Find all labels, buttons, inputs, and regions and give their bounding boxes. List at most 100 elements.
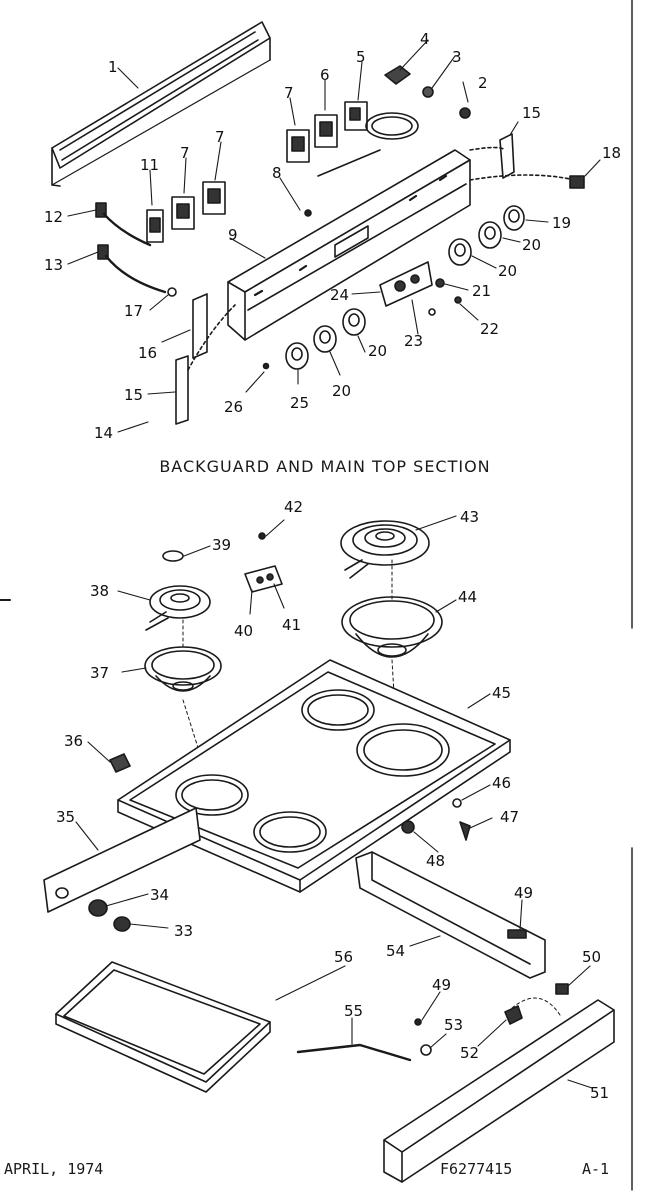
part-36-clip <box>109 753 131 773</box>
part-50-clip <box>555 983 569 995</box>
footer-sheet: A-1 <box>582 1160 610 1178</box>
part-21-knob <box>435 278 445 288</box>
callout-34: 34 <box>150 886 169 904</box>
callout-6: 6 <box>320 66 330 84</box>
part-12-lead <box>95 202 152 247</box>
callout-22: 22 <box>480 320 499 338</box>
callout-20d: 20 <box>332 382 351 400</box>
footer-part-number: F6277415 <box>440 1160 513 1178</box>
part-1-backguard-trim <box>51 21 271 187</box>
callout-46: 46 <box>492 774 511 792</box>
callout-24: 24 <box>330 286 349 304</box>
callout-49a: 49 <box>514 884 533 902</box>
part-17-screw <box>167 287 177 297</box>
part-51-front-trim <box>383 999 615 1183</box>
part-54-rear-bracket <box>355 851 546 979</box>
part-13-lead <box>97 244 167 294</box>
part-44-drip-pan <box>341 596 443 658</box>
callout-56: 56 <box>334 948 353 966</box>
part-5-thermostat <box>317 101 419 177</box>
callout-12: 12 <box>44 208 63 226</box>
part-19-knob <box>503 205 525 231</box>
part-52-lamp-socket <box>504 1005 523 1025</box>
part-7-switch-c <box>202 181 226 215</box>
callout-9: 9 <box>228 226 238 244</box>
callout-42: 42 <box>284 498 303 516</box>
part-20-knob-d <box>313 325 337 353</box>
callout-5: 5 <box>356 48 366 66</box>
part-35-front-bracket <box>43 807 201 913</box>
callout-48: 48 <box>426 852 445 870</box>
part-4-clip <box>384 65 411 85</box>
part-45-main-top <box>117 659 511 893</box>
callout-7a: 7 <box>284 84 294 102</box>
callout-41: 41 <box>282 616 301 634</box>
callout-26: 26 <box>224 398 243 416</box>
callout-47: 47 <box>500 808 519 826</box>
callout-23: 23 <box>404 332 423 350</box>
callout-53: 53 <box>444 1016 463 1034</box>
callout-45: 45 <box>492 684 511 702</box>
callout-16: 16 <box>138 344 157 362</box>
callout-49b: 49 <box>432 976 451 994</box>
callout-55: 55 <box>344 1002 363 1020</box>
callout-13: 13 <box>44 256 63 274</box>
part-40-41-terminal-block <box>244 565 283 593</box>
part-20-knob-c <box>342 308 366 336</box>
part-42-screw <box>258 532 266 540</box>
part-46-washer <box>452 798 462 808</box>
callout-25: 25 <box>290 394 309 412</box>
callout-7c: 7 <box>215 128 225 146</box>
part-6-switch <box>314 114 338 148</box>
callout-52: 52 <box>460 1044 479 1062</box>
callout-1: 1 <box>108 58 118 76</box>
callout-51: 51 <box>590 1084 609 1102</box>
part-16-end-bracket <box>192 293 208 359</box>
part-38-surface-element <box>145 585 211 631</box>
callout-4: 4 <box>420 30 430 48</box>
callout-3: 3 <box>452 48 462 66</box>
part-22-screw <box>428 296 462 316</box>
part-11-switch <box>146 209 164 243</box>
part-3-washer <box>422 86 434 98</box>
callout-20b: 20 <box>498 262 517 280</box>
callout-36: 36 <box>64 732 83 750</box>
callout-15a: 15 <box>522 104 541 122</box>
section-title: BACKGUARD AND MAIN TOP SECTION <box>159 457 491 476</box>
callout-37: 37 <box>90 664 109 682</box>
part-9-backguard-panel <box>227 149 471 341</box>
part-33-nut <box>113 916 131 932</box>
callout-8: 8 <box>272 164 282 182</box>
part-15-bracket-left <box>175 355 189 425</box>
callout-38: 38 <box>90 582 109 600</box>
callout-43: 43 <box>460 508 479 526</box>
callout-18: 18 <box>602 144 621 162</box>
callout-44: 44 <box>458 588 477 606</box>
part-23-clock <box>379 261 433 307</box>
callout-19: 19 <box>552 214 571 232</box>
part-47-screw <box>459 821 471 841</box>
callout-50: 50 <box>582 948 601 966</box>
callout-54: 54 <box>386 942 405 960</box>
part-7-switch-b <box>171 196 195 230</box>
part-20-knob-b <box>448 238 472 266</box>
part-56-tray <box>55 961 271 1093</box>
callout-7b: 7 <box>180 144 190 162</box>
part-34-screw <box>88 899 108 917</box>
part-49-screw <box>414 1018 422 1026</box>
callout-11: 11 <box>140 156 159 174</box>
part-18-clip <box>569 175 585 189</box>
part-26-screw <box>262 362 270 370</box>
part-43-surface-element <box>340 520 430 579</box>
callout-35: 35 <box>56 808 75 826</box>
callout-20c: 20 <box>368 342 387 360</box>
part-39-cap <box>162 550 184 562</box>
part-48-spacer <box>401 820 415 834</box>
part-55-wire <box>296 1043 412 1062</box>
callout-14: 14 <box>94 424 113 442</box>
callout-2: 2 <box>478 74 488 92</box>
part-2-nut <box>459 107 471 119</box>
part-25-knob <box>285 342 309 370</box>
callout-17: 17 <box>124 302 143 320</box>
